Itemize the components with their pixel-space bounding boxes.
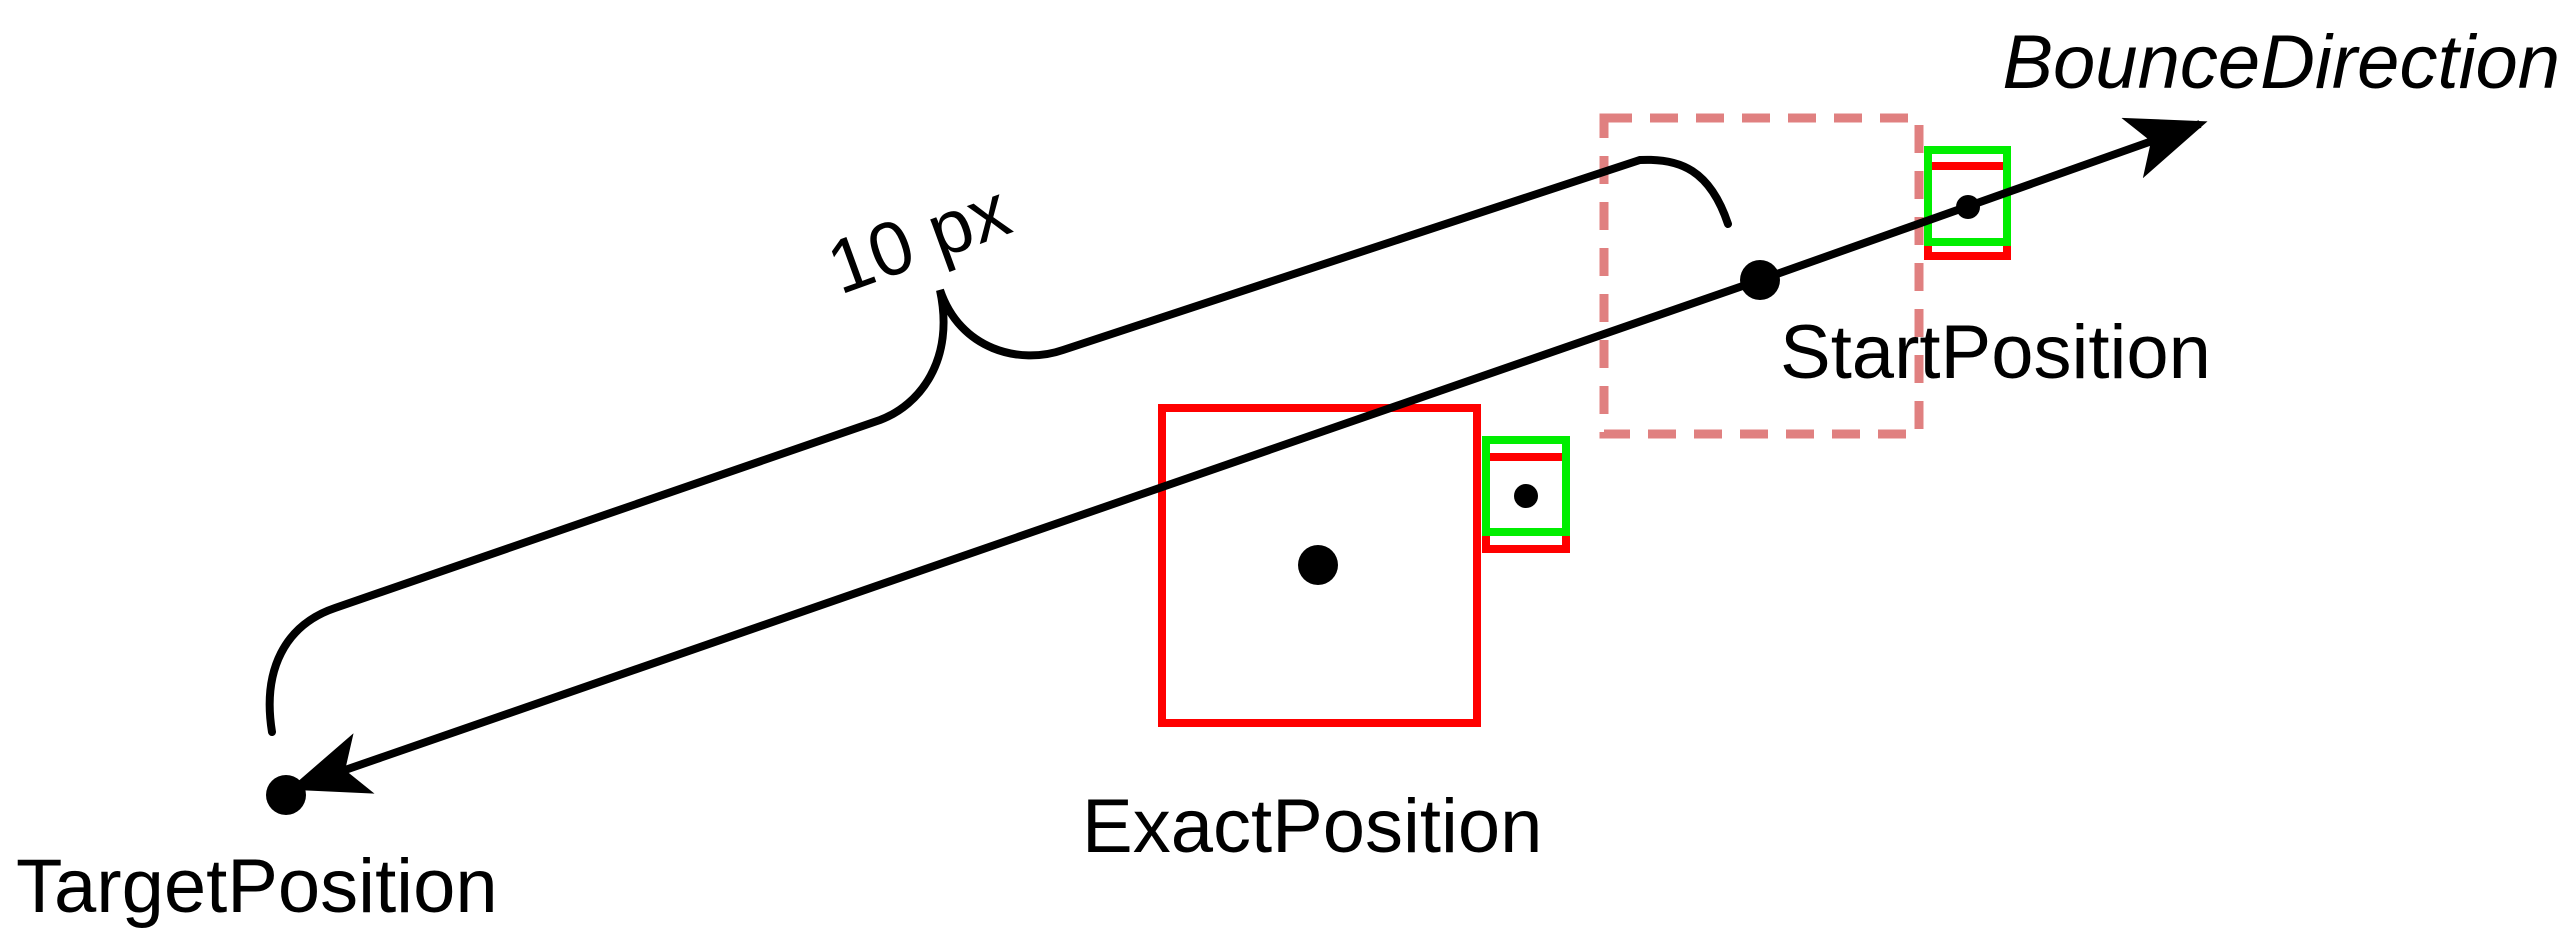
start-position-dot xyxy=(1740,260,1780,300)
bounce-direction-label: BounceDirection xyxy=(2002,20,2560,105)
start-position-label: StartPosition xyxy=(1780,310,2211,395)
distance-brace xyxy=(265,155,1732,736)
exact-position-dot xyxy=(1298,545,1338,585)
exact-position-box xyxy=(1158,404,1481,727)
travel-line-arrow xyxy=(288,276,1762,794)
probe-dot-exact xyxy=(1514,484,1538,508)
exact-position-label: ExactPosition xyxy=(1082,784,1542,869)
distance-label: 10 px xyxy=(817,168,1021,311)
target-position-dot xyxy=(266,775,306,815)
target-position-label: TargetPosition xyxy=(16,844,498,929)
start-position-dashed-box xyxy=(1599,113,1924,439)
probe-dot-start xyxy=(1956,195,1980,219)
bounce-direction-arrow xyxy=(1758,117,2208,284)
probe-box-exact xyxy=(1482,436,1570,536)
